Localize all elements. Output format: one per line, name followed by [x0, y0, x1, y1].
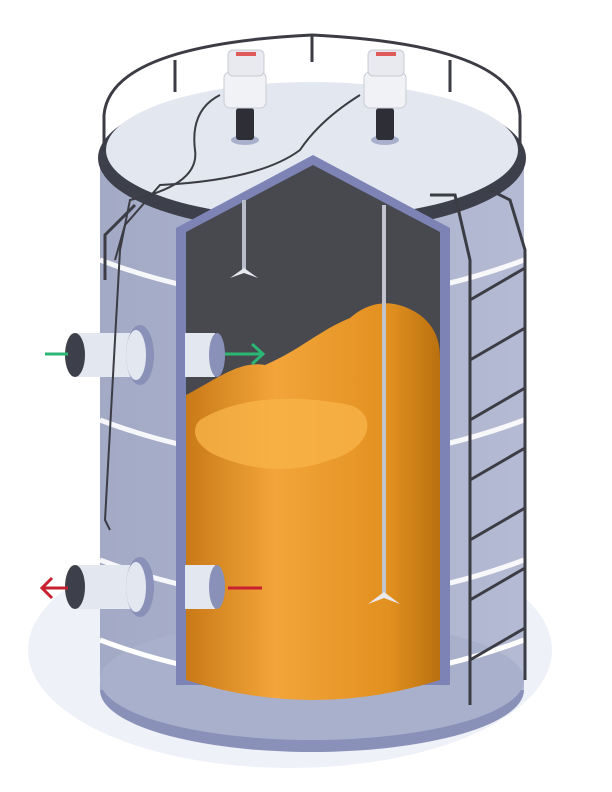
ladder-icon [430, 188, 527, 705]
sensor-cables [103, 94, 361, 531]
inlet-pipe [65, 325, 225, 385]
tank-cutaway [176, 155, 450, 700]
outlet-pipe [65, 557, 225, 617]
agitator-icon [368, 205, 400, 604]
level-sensor-icon [223, 49, 267, 145]
railing [102, 33, 522, 280]
outlet-arrow-icon [39, 576, 262, 600]
inlet-arrow-icon [45, 342, 266, 366]
agitator-icon [230, 200, 258, 278]
level-sensor-icon [363, 49, 407, 145]
